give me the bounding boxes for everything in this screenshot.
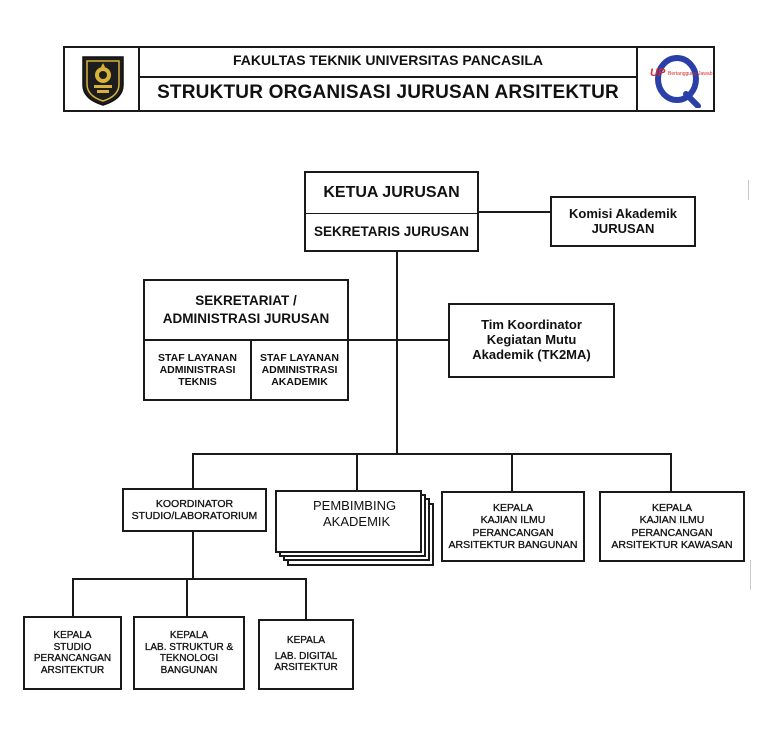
kajian-bangunan-line: KEPALA <box>492 502 534 515</box>
sekretariat-line: ADMINISTRASI JURUSAN <box>162 311 330 326</box>
studio-line: KEPALA <box>53 630 92 641</box>
kepala-studio-box: KEPALA STUDIO PERANCANGAN ARSITEKTUR <box>23 616 122 690</box>
kajian-kawasan-line: KAJIAN ILMU <box>639 514 705 527</box>
staf-teknis-line: TEKNIS <box>178 376 217 389</box>
staf-akademik-line: AKADEMIK <box>271 376 328 389</box>
faculty-name: FAKULTAS TEKNIK UNIVERSITAS PANCASILA <box>232 52 544 68</box>
sekretariat-box: SEKRETARIAT / ADMINISTRASI JURUSAN <box>143 279 349 341</box>
staf-akademik-line: ADMINISTRASI <box>261 363 338 376</box>
kajian-bangunan-line: PERANCANGAN <box>472 526 554 539</box>
lab-digital-line: LAB. DIGITAL <box>274 650 338 662</box>
staf-akademik-line: STAF LAYANAN <box>260 351 339 364</box>
connector-line <box>192 453 194 489</box>
sekretariat-line: SEKRETARIAT / <box>195 293 297 309</box>
pembimbing-line: AKADEMIK <box>323 513 391 529</box>
kajian-bangunan-box: KEPALA KAJIAN ILMU PERANCANGAN ARSITEKTU… <box>441 491 585 562</box>
kajian-kawasan-line: PERANCANGAN <box>631 526 713 539</box>
staf-teknis-box: STAF LAYANAN ADMINISTRASI TEKNIS <box>143 339 252 401</box>
kepala-lab-struktur-box: KEPALA LAB. STRUKTUR & TEKNOLOGI BANGUNA… <box>133 616 245 690</box>
connector-line <box>72 578 74 617</box>
connector-line <box>192 531 194 579</box>
tk2ma-line: Tim Koordinator <box>481 317 582 333</box>
logo-up-text: UP <box>650 67 666 79</box>
staf-teknis-line: ADMINISTRASI <box>159 363 236 376</box>
tk2ma-line: Akademik (TK2MA) <box>472 346 591 362</box>
koordinator-line: KOORDINATOR <box>155 497 234 510</box>
header-left-cell <box>63 46 140 112</box>
page-title: STRUKTUR ORGANISASI JURUSAN ARSITEKTUR <box>157 82 619 103</box>
komisi-akademik-box: Komisi Akademik JURUSAN <box>550 196 696 247</box>
studio-line: ARSITEKTUR <box>40 664 105 676</box>
lab-digital-line: ARSITEKTUR <box>274 662 338 674</box>
staf-teknis-line: STAF LAYANAN <box>158 351 237 364</box>
lab-struktur-line: LAB. STRUKTUR & <box>144 641 234 653</box>
logo-tagline: Bertanggung Jawab <box>668 71 713 77</box>
connector-line <box>511 453 513 492</box>
header-right-cell <box>636 46 715 112</box>
connector-line <box>396 251 398 454</box>
koordinator-line: STUDIO/LABORATORIUM <box>131 510 258 522</box>
ketua-jurusan-box: KETUA JURUSAN SEKRETARIS JURUSAN <box>304 171 479 252</box>
connector-line <box>305 578 307 620</box>
connector-line <box>186 578 188 617</box>
kajian-bangunan-line: ARSITEKTUR BANGUNAN <box>448 538 578 551</box>
connector-line <box>192 453 671 455</box>
connector-line <box>72 578 306 580</box>
connector-line <box>348 339 448 341</box>
koordinator-box: KOORDINATOR STUDIO/LABORATORIUM <box>122 488 267 532</box>
connector-line <box>356 453 358 491</box>
lab-struktur-line: TEKNOLOGI <box>159 653 219 664</box>
header-divider <box>140 76 636 78</box>
studio-line: PERANCANGAN <box>33 653 112 664</box>
header-frame <box>63 46 715 112</box>
quality-q-logo-icon <box>646 52 708 109</box>
ketua-jurusan-label: KETUA JURUSAN <box>306 173 477 214</box>
tk2ma-box: Tim Koordinator Kegiatan Mutu Akademik (… <box>448 303 615 378</box>
university-seal-icon <box>77 51 129 107</box>
komisi-line: Komisi Akademik <box>569 205 677 221</box>
tk2ma-line: Kegiatan Mutu <box>486 332 577 348</box>
connector-line <box>478 211 550 213</box>
kajian-kawasan-line: ARSITEKTUR KAWASAN <box>611 538 733 551</box>
pembimbing-akademik-box: PEMBIMBING AKADEMIK <box>275 490 422 553</box>
komisi-line: JURUSAN <box>591 220 655 236</box>
lab-struktur-line: BANGUNAN <box>160 664 218 676</box>
kepala-lab-digital-box: KEPALA LAB. DIGITAL ARSITEKTUR <box>258 619 354 690</box>
studio-line: STUDIO <box>53 641 92 653</box>
pembimbing-line: PEMBIMBING <box>313 498 397 513</box>
lab-digital-line: KEPALA <box>286 635 326 647</box>
staf-akademik-box: STAF LAYANAN ADMINISTRASI AKADEMIK <box>250 339 349 401</box>
scan-artifact <box>750 560 751 590</box>
kajian-kawasan-line: KEPALA <box>651 502 693 515</box>
scan-artifact <box>748 180 749 200</box>
lab-struktur-line: KEPALA <box>169 630 209 641</box>
sekretaris-jurusan-label: SEKRETARIS JURUSAN <box>313 224 470 240</box>
kajian-kawasan-box: KEPALA KAJIAN ILMU PERANCANGAN ARSITEKTU… <box>599 491 745 562</box>
kajian-bangunan-line: KAJIAN ILMU <box>480 514 546 527</box>
connector-line <box>670 453 672 492</box>
